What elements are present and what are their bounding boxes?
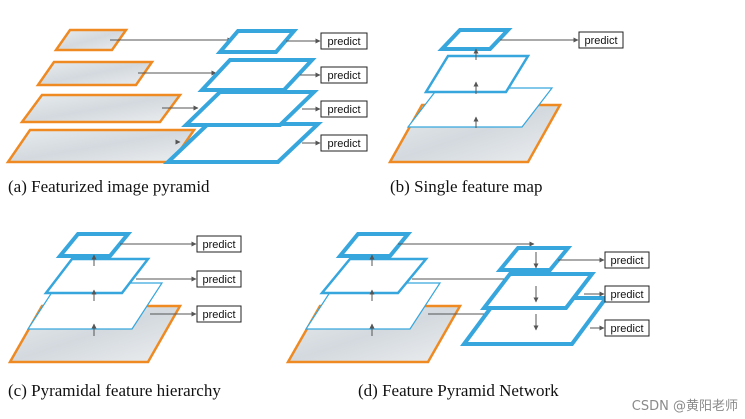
- panel-c-caption: (c) Pyramidal feature hierarchy: [8, 381, 221, 400]
- feature-level-3: [55, 232, 133, 258]
- predict-box: predict: [196, 235, 242, 253]
- feature-map-2: [181, 90, 319, 127]
- image-level-4: [53, 28, 129, 52]
- panel-d-feature-pyramid-network: predict predict predict (d) Feature Pyra…: [285, 232, 650, 400]
- feature-level-3: [437, 28, 513, 51]
- panel-a-featurized-image-pyramid: predict predict predict predict (a) Feat…: [5, 28, 368, 196]
- feature-level-1: [406, 87, 554, 128]
- feature-map-3: [197, 58, 317, 92]
- predict-box: predict: [320, 100, 368, 118]
- svg-text:predict: predict: [202, 309, 235, 321]
- svg-text:predict: predict: [202, 274, 235, 286]
- image-level-2: [19, 93, 183, 124]
- predict-box: predict: [196, 305, 242, 323]
- panel-d-caption: (d) Feature Pyramid Network: [358, 381, 559, 400]
- svg-text:predict: predict: [327, 138, 360, 150]
- top-down-level-3: [495, 246, 573, 272]
- panel-a-caption: (a) Featurized image pyramid: [8, 177, 210, 196]
- top-down-level-2: [479, 272, 597, 310]
- predict-box: predict: [604, 319, 650, 337]
- svg-text:predict: predict: [327, 36, 360, 48]
- image-level-3: [35, 60, 155, 87]
- svg-text:predict: predict: [584, 35, 617, 47]
- svg-text:predict: predict: [327, 104, 360, 116]
- predict-box: predict: [320, 134, 368, 152]
- predict-box: predict: [604, 285, 650, 303]
- bottom-up-level-1: [304, 282, 442, 330]
- predict-box: predict: [578, 31, 624, 49]
- predict-box: predict: [320, 32, 368, 50]
- panel-b-caption: (b) Single feature map: [390, 177, 542, 196]
- bottom-up-level-3: [335, 232, 413, 258]
- svg-text:predict: predict: [610, 255, 643, 267]
- panel-c-pyramidal-feature-hierarchy: predict predict predict (c) Pyramidal fe…: [7, 232, 242, 400]
- predict-box: predict: [196, 270, 242, 288]
- svg-text:predict: predict: [610, 323, 643, 335]
- svg-text:predict: predict: [610, 289, 643, 301]
- svg-text:predict: predict: [202, 239, 235, 251]
- watermark: CSDN @黄阳老师: [632, 399, 738, 414]
- predict-box: predict: [604, 251, 650, 269]
- image-level-1: [5, 128, 197, 164]
- feature-map-4: [215, 29, 299, 54]
- svg-text:predict: predict: [327, 70, 360, 82]
- predict-box: predict: [320, 66, 368, 84]
- feature-level-2: [43, 257, 151, 295]
- panel-b-single-feature-map: predict (b) Single feature map: [387, 28, 624, 196]
- feature-map-1: [162, 122, 324, 164]
- feature-level-1: [26, 282, 164, 330]
- feature-level-2: [423, 54, 531, 94]
